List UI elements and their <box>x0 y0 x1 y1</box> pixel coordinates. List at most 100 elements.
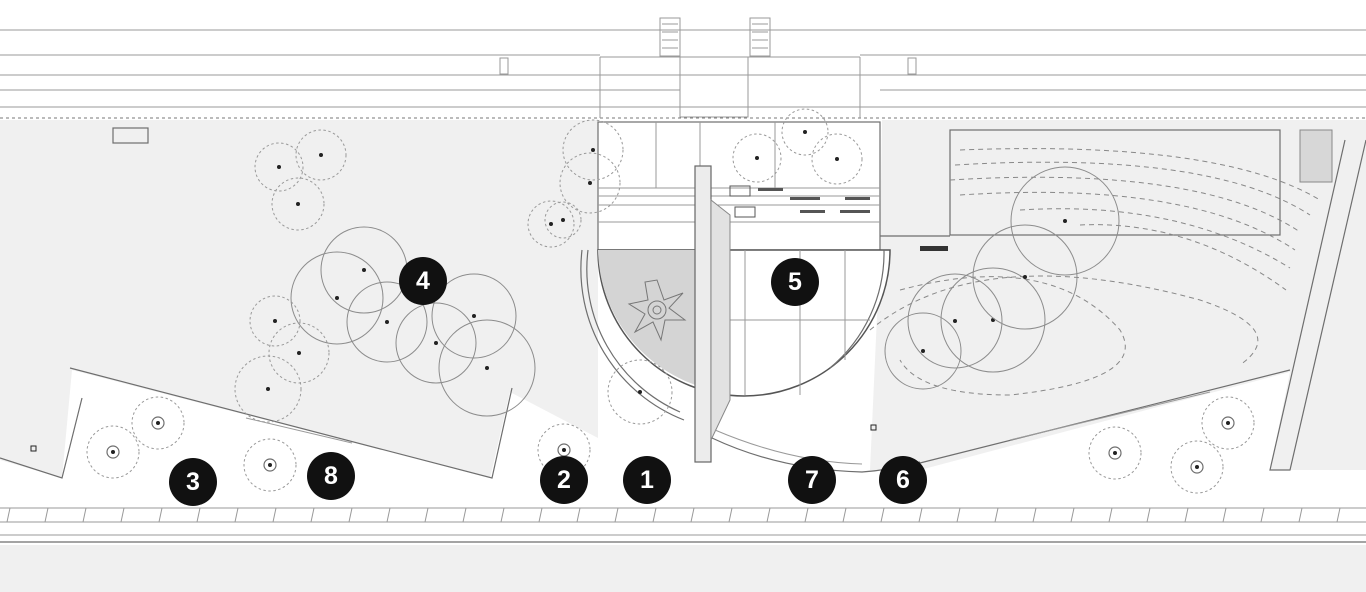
paving-joint <box>728 507 733 523</box>
tree-trunk <box>1023 275 1027 279</box>
paving-joint <box>576 507 581 523</box>
street-tree-trunk <box>1226 421 1230 425</box>
tree-trunk <box>296 202 300 206</box>
left-lawn <box>0 120 598 479</box>
tree-canopies <box>86 108 1255 494</box>
tree-canopy <box>972 224 1078 330</box>
paving-joint <box>272 507 277 523</box>
paving-joint <box>1184 507 1189 523</box>
tree-trunk <box>588 181 592 185</box>
tree-canopy <box>346 281 428 363</box>
tree-trunk <box>549 222 553 226</box>
marker-2: 2 <box>540 456 588 504</box>
tree-trunk <box>362 268 366 272</box>
tree-trunk <box>1063 219 1067 223</box>
paving-joint <box>44 507 49 523</box>
paving-joint <box>348 507 353 523</box>
paving-joint <box>880 507 885 523</box>
marker-7-label: 7 <box>805 466 819 494</box>
tree-canopy <box>268 322 330 384</box>
street-tree-trunk <box>268 463 272 467</box>
tree-trunk <box>803 130 807 134</box>
street-tree <box>131 396 185 450</box>
tree-trunk <box>434 341 438 345</box>
tree-trunk <box>472 314 476 318</box>
upper-street-band <box>0 17 1366 119</box>
street-tree <box>263 458 277 472</box>
lower-promenade <box>0 429 1366 592</box>
paving-joint <box>956 507 961 523</box>
paving-joint <box>842 507 847 523</box>
paving-joint <box>918 507 923 523</box>
tree-trunk <box>638 390 642 394</box>
tree-canopy <box>249 295 301 347</box>
paving-joint <box>6 507 11 523</box>
marker-8: 8 <box>307 452 355 500</box>
paving-joint <box>652 507 657 523</box>
paving-joint <box>310 507 315 523</box>
tree-canopy <box>940 267 1046 373</box>
paving-joint <box>1070 507 1075 523</box>
paving-joint <box>614 507 619 523</box>
tree-trunk <box>485 366 489 370</box>
street-tree <box>86 425 140 479</box>
tree-canopy <box>732 133 782 183</box>
street-tree <box>151 416 165 430</box>
paving-joint <box>196 507 201 523</box>
paving-joint <box>766 507 771 523</box>
tree-trunk <box>385 320 389 324</box>
street-tree-trunk <box>111 450 115 454</box>
tree-trunk <box>273 319 277 323</box>
tree-canopy <box>295 129 347 181</box>
paving-joint <box>82 507 87 523</box>
marker-8-label: 8 <box>324 462 338 490</box>
tree-canopy <box>884 312 962 390</box>
paving-joint <box>500 507 505 523</box>
street-tree-trunk <box>1195 465 1199 469</box>
marker-4-label: 4 <box>416 267 430 295</box>
paving-joint <box>690 507 695 523</box>
street-tree-trunk <box>562 448 566 452</box>
paving-joint <box>120 507 125 523</box>
tree-canopy <box>607 359 673 425</box>
marker-5-label: 5 <box>788 268 802 296</box>
tree-canopy <box>234 355 302 423</box>
tree-canopy <box>527 200 575 248</box>
tree-trunk <box>561 218 565 222</box>
tree-trunk <box>755 156 759 160</box>
right-lawn <box>869 120 1366 471</box>
paving-joint <box>462 507 467 523</box>
tree-canopy <box>290 251 384 345</box>
tree-trunk <box>591 148 595 152</box>
tree-canopy <box>907 273 1003 369</box>
marker-1: 1 <box>623 456 671 504</box>
tree-trunk <box>953 319 957 323</box>
tree-canopy <box>395 302 477 384</box>
street-tree <box>106 445 120 459</box>
street-tree <box>1221 416 1235 430</box>
tree-trunk <box>266 387 270 391</box>
star-paving-icon <box>627 279 687 342</box>
marker-1-label: 1 <box>640 466 654 494</box>
tree-canopy <box>562 119 624 181</box>
street-tree <box>1088 426 1142 480</box>
street-tree <box>1190 460 1204 474</box>
tree-trunk <box>835 157 839 161</box>
paving-joint <box>1146 507 1151 523</box>
street-tree <box>243 438 297 492</box>
tree-canopy <box>559 152 621 214</box>
street-tree-trunk <box>156 421 160 425</box>
paving-joint <box>994 507 999 523</box>
tree-trunk <box>277 165 281 169</box>
tree-trunk <box>921 349 925 353</box>
paving-joint <box>1108 507 1113 523</box>
marker-7: 7 <box>788 456 836 504</box>
paving-joint <box>1032 507 1037 523</box>
paving-joint <box>1336 507 1341 523</box>
paving-joint <box>386 507 391 523</box>
paving-joint <box>538 507 543 523</box>
marker-6-label: 6 <box>896 466 910 494</box>
paving-joint <box>1222 507 1227 523</box>
paving-joint <box>424 507 429 523</box>
street-tree <box>1108 446 1122 460</box>
